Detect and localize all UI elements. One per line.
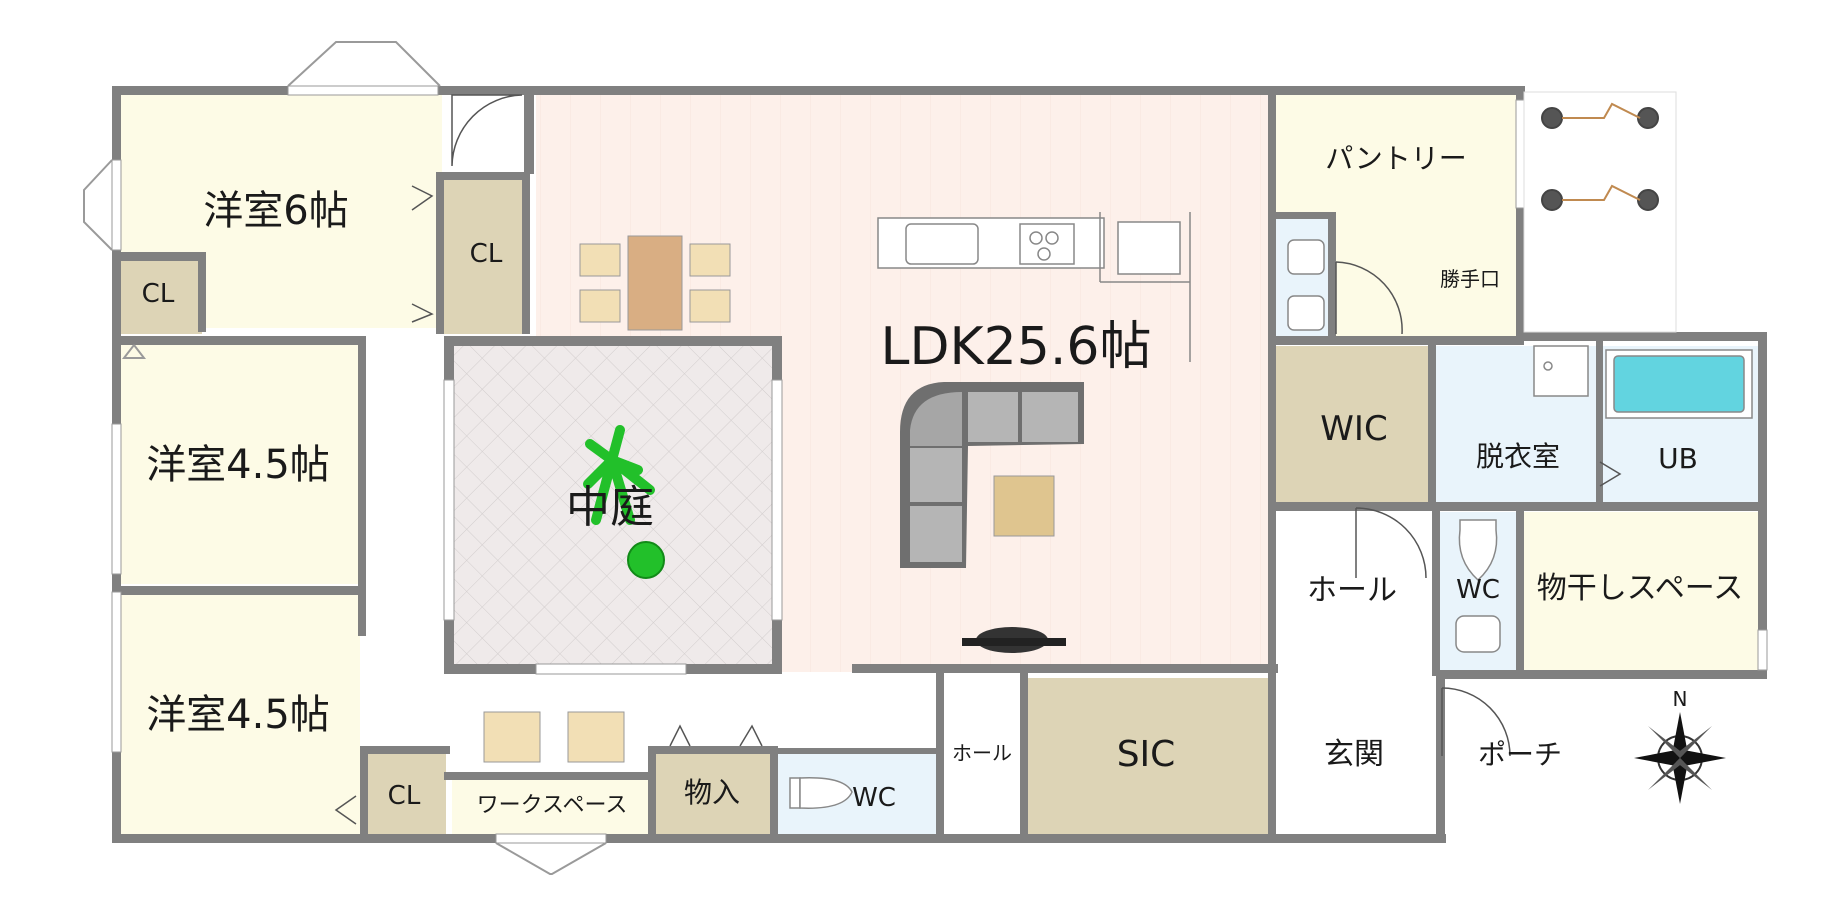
label-sic: SIC [1117, 734, 1176, 775]
corridor-floor [360, 342, 450, 750]
label-pantry: パントリー [1325, 142, 1466, 175]
kitchen-counter [877, 212, 1191, 362]
hall1-floor [1276, 512, 1434, 672]
dining-set [579, 235, 731, 331]
label-storage: 物入 [684, 776, 740, 809]
label-hall1: ホール [1307, 573, 1397, 608]
label-western6: 洋室6帖 [203, 188, 348, 234]
label-workspace: ワークスペース [477, 793, 628, 818]
cl3-floor [368, 752, 446, 834]
sink [905, 223, 979, 265]
western45b-floor [118, 592, 360, 834]
label-wc1: WC [1456, 575, 1500, 605]
courtyard-floor [452, 346, 772, 668]
washbasin-2 [1287, 295, 1325, 331]
label-wc2: WC [852, 783, 896, 813]
compass-rose [1634, 712, 1726, 804]
label-ub: UB [1658, 442, 1698, 475]
sic-floor [1028, 678, 1268, 834]
drying-floor [1524, 512, 1758, 672]
workspace-chairs [483, 711, 625, 763]
compass-north-label: N [1673, 687, 1688, 711]
tv [962, 627, 1066, 653]
label-hall2: ホール [952, 741, 1012, 765]
courtyard-plant [583, 425, 665, 579]
washbasin-1 [1287, 239, 1325, 275]
wet-fixtures [789, 239, 1753, 809]
bicycles [1523, 91, 1677, 333]
label-drying: 物干しスペース [1537, 571, 1743, 606]
workspace-floor [452, 778, 652, 834]
label-courtyard: 中庭 [566, 482, 654, 533]
entrance-floor [1276, 678, 1436, 834]
fridge [1117, 221, 1181, 275]
washing-machine [1533, 345, 1589, 397]
windows [111, 85, 1768, 844]
bay-windows [83, 41, 607, 875]
door-swings [334, 94, 1622, 825]
storage-floor [656, 752, 770, 834]
coffee-table [993, 475, 1055, 537]
label-western45b: 洋室4.5帖 [146, 692, 330, 738]
label-back-door: 勝手口 [1440, 267, 1500, 291]
room-labels: 洋室6帖 CL CL 洋室4.5帖 洋室4.5帖 中庭 LDK25.6帖 パント… [142, 142, 1744, 818]
toilet-1 [1458, 519, 1498, 582]
cl2-floor [442, 178, 526, 334]
label-cl1: CL [142, 279, 175, 309]
western45a-floor [118, 342, 360, 584]
label-dressing: 脱衣室 [1476, 440, 1560, 473]
label-cl3: CL [388, 781, 421, 811]
label-porch: ポーチ [1478, 738, 1562, 771]
cl1-floor [118, 258, 202, 334]
label-entrance: 玄関 [1324, 737, 1384, 772]
wic-floor [1276, 346, 1428, 504]
label-wic: WIC [1320, 409, 1387, 449]
sofa [900, 382, 1084, 568]
label-cl2: CL [470, 239, 503, 269]
label-ldk: LDK25.6帖 [881, 317, 1152, 377]
toilet-2 [789, 777, 801, 809]
label-western45a: 洋室4.5帖 [146, 442, 330, 488]
dining-table [627, 235, 683, 331]
